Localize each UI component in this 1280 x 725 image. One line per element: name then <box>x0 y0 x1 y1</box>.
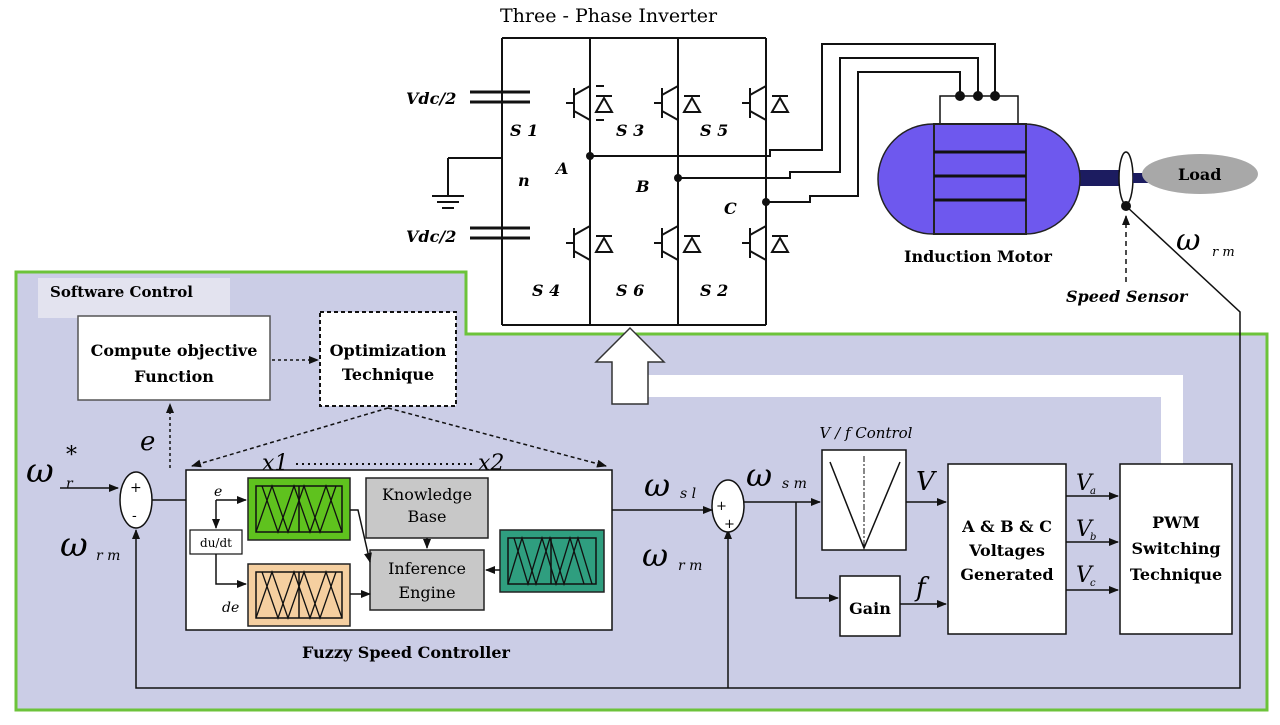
vb-sub: b <box>1090 532 1096 543</box>
v-signal-label: V <box>916 467 937 497</box>
software-control-title: Software Control <box>50 283 193 301</box>
fuzzy-title: Fuzzy Speed Controller <box>302 643 510 662</box>
inference-line2: Engine <box>398 583 455 602</box>
abc-line1: A & B & C <box>961 517 1052 536</box>
compute-objective-line2: Function <box>134 367 214 386</box>
membership-e-block <box>247 477 351 541</box>
omega-rm-sub-left: r m <box>96 548 120 564</box>
vc-sub: c <box>1090 578 1096 589</box>
node-b <box>674 174 682 182</box>
phase-wires <box>590 43 996 203</box>
dudt-label: du/dt <box>200 536 232 550</box>
phase-a-label: A <box>554 159 568 178</box>
omega-sm-symbol: ω <box>746 456 772 494</box>
optimization-line2: Technique <box>342 365 434 384</box>
omega-rm-symbol-mid: ω <box>642 536 668 574</box>
inference-line1: Inference <box>388 559 466 578</box>
inverter-circuit <box>432 37 767 326</box>
abc-line3: Generated <box>960 565 1053 584</box>
shaft-coupling <box>1118 151 1134 205</box>
s1-label: S 1 <box>510 121 538 140</box>
opt-to-x1-arrow <box>191 407 389 468</box>
speed-feedback-line <box>132 205 1241 689</box>
error-label-e: e <box>140 427 155 457</box>
omega-rm-motor: ω <box>1176 223 1200 258</box>
fuzzy-e-input: e <box>214 484 222 500</box>
gain-box <box>839 575 901 637</box>
node-a <box>586 152 594 160</box>
pwm-line2: Switching <box>1131 539 1220 558</box>
compute-objective-line1: Compute objective <box>91 341 258 360</box>
sum2-plus-bottom: + <box>724 517 735 532</box>
vf-title: V / f Control <box>820 424 913 442</box>
vf-curve <box>829 461 901 550</box>
igbt-switches <box>566 85 790 261</box>
omega-ref-sub: r <box>66 476 74 492</box>
omega-rm-motor-sub: r m <box>1212 245 1235 260</box>
sum1-minus: - <box>132 508 137 524</box>
sum1-plus: + <box>130 480 142 496</box>
va-label: V <box>1076 471 1094 496</box>
vdc-bottom-label: Vdc/2 <box>406 227 456 246</box>
vc-label: V <box>1076 563 1094 588</box>
software-control-label-bg <box>38 278 230 318</box>
optimization-box <box>319 311 457 407</box>
optimization-line1: Optimization <box>330 341 447 360</box>
knowledge-line1: Knowledge <box>382 485 472 504</box>
speed-sensor-label: Speed Sensor <box>1066 287 1189 306</box>
sum2-to-gain-arrow <box>795 502 839 602</box>
omega-sl-sub: s l <box>680 486 696 502</box>
node-c <box>762 198 770 206</box>
membership-output-block <box>499 529 605 593</box>
s6-label: S 6 <box>616 281 644 300</box>
pwm-line1: PWM <box>1152 513 1200 532</box>
omega-rm-sub-mid: r m <box>678 558 702 574</box>
induction-motor <box>877 91 1126 235</box>
va-sub: a <box>1090 486 1096 497</box>
sum2-plus-top: + <box>716 499 727 514</box>
s2-label: S 2 <box>700 281 728 300</box>
fuzzy-de-input: de <box>222 600 239 616</box>
load-label: Load <box>1178 165 1221 184</box>
omega-rm-symbol-left: ω <box>60 525 88 565</box>
inverter-title: Three - Phase Inverter <box>500 5 718 27</box>
pwm-box <box>1119 463 1233 635</box>
sum2-junction <box>711 479 745 533</box>
omega-ref-star: * <box>66 443 77 468</box>
inference-engine-box <box>369 549 485 611</box>
motor-label: Induction Motor <box>904 247 1052 266</box>
vdc-top-label: Vdc/2 <box>406 89 456 108</box>
pwm-line3: Technique <box>1130 565 1222 584</box>
dudt-box <box>189 529 243 555</box>
abc-line2: Voltages <box>968 541 1045 560</box>
neutral-label: n <box>518 171 530 190</box>
gain-label: Gain <box>849 599 891 618</box>
s4-label: S 4 <box>532 281 560 300</box>
s5-label: S 5 <box>700 121 728 140</box>
phase-c-label: C <box>724 199 737 218</box>
omega-ref-symbol: ω <box>26 451 54 491</box>
load-shape <box>1142 154 1258 194</box>
phase-b-label: B <box>635 177 650 196</box>
membership-de-block <box>247 563 351 627</box>
omega-sl-symbol: ω <box>644 466 670 504</box>
opt-to-x2-arrow <box>387 407 607 468</box>
abc-to-pwm-arrows <box>1066 492 1119 594</box>
omega-sm-sub: s m <box>782 476 807 492</box>
gate-signal-arrow <box>594 326 666 405</box>
vb-label: V <box>1076 517 1094 542</box>
abc-voltages-box <box>947 463 1067 635</box>
gate-signal-band <box>626 375 1183 466</box>
fuzzy-internal-arrows <box>350 509 500 598</box>
s3-label: S 3 <box>616 121 644 140</box>
knowledge-line2: Base <box>408 507 447 526</box>
compute-objective-box <box>77 315 271 401</box>
